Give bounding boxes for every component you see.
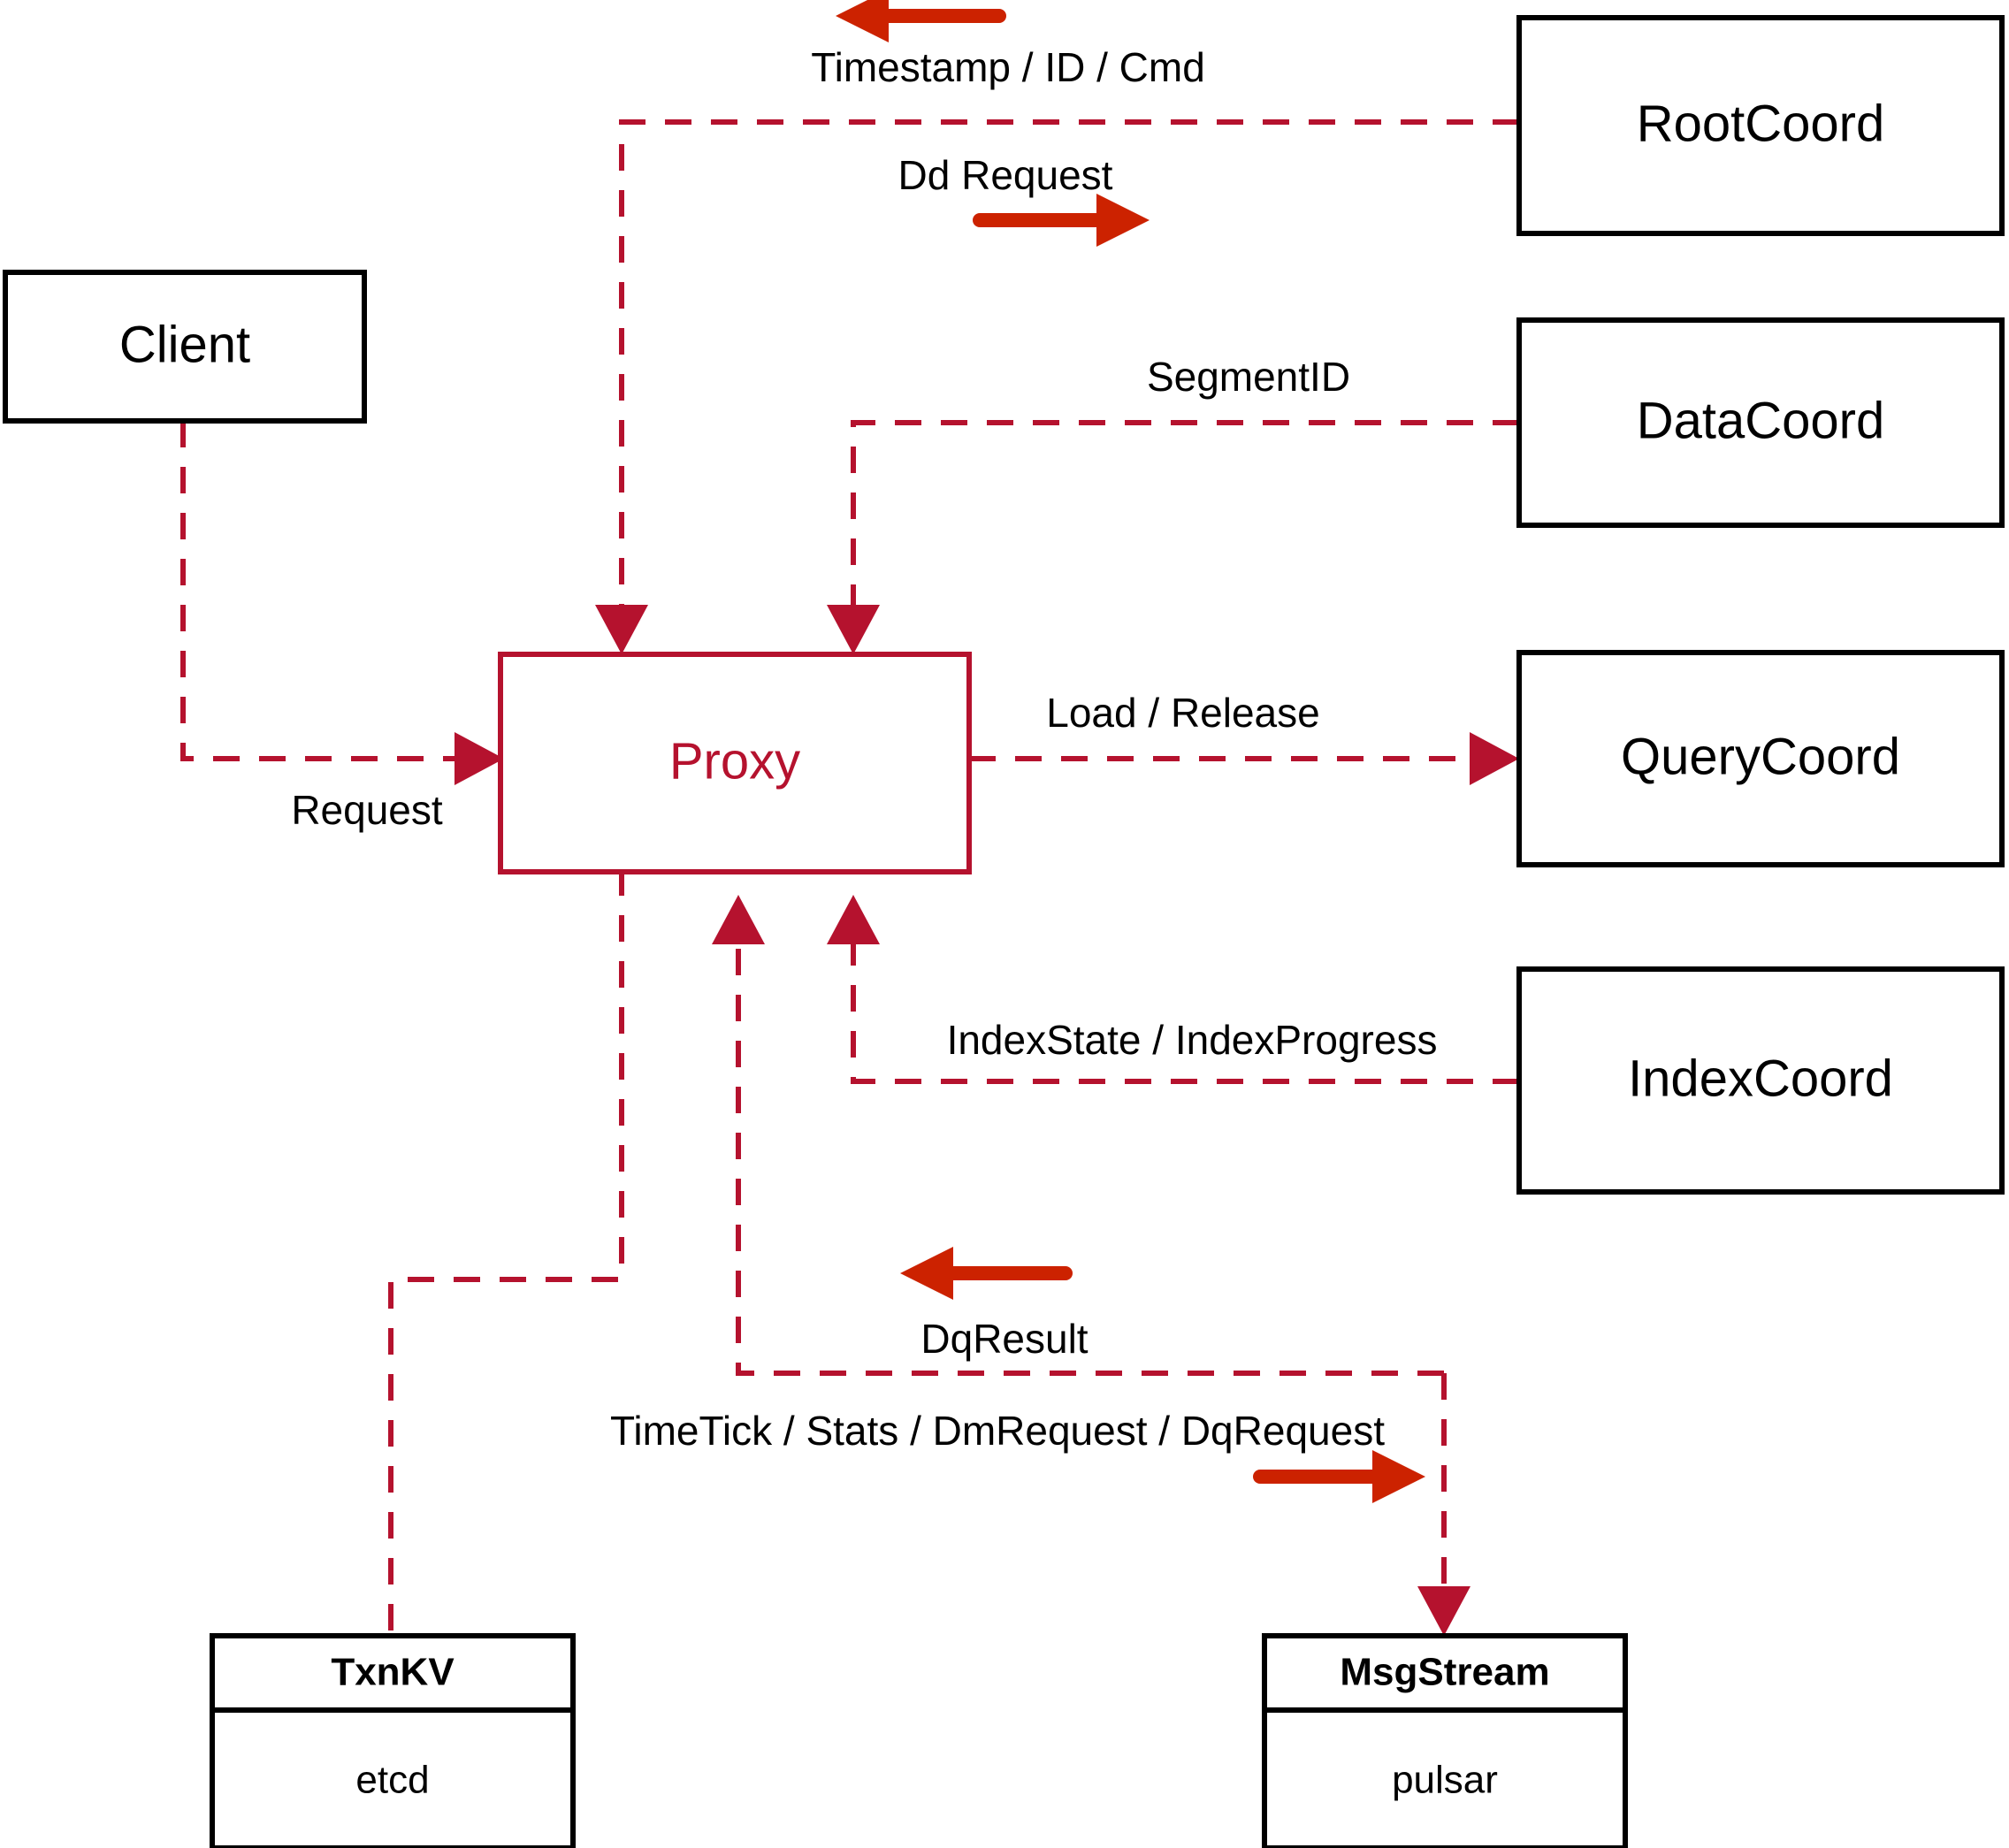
node-msgstream-body: pulsar — [1392, 1759, 1498, 1802]
node-msgstream-header: MsgStream — [1340, 1651, 1549, 1694]
arrowhead-datacoord-to-proxy — [827, 605, 880, 654]
node-proxy-label: Proxy — [669, 732, 800, 790]
edge-label-dq-result: DqResult — [920, 1316, 1088, 1362]
edge-label-index-state-progress: IndexState / IndexProgress — [947, 1017, 1438, 1063]
edge-label-dd-request: Dd Request — [898, 152, 1113, 198]
node-indexcoord-label: IndexCoord — [1628, 1050, 1893, 1107]
node-querycoord[interactable]: QueryCoord — [1516, 650, 2005, 867]
node-txnkv-header: TxnKV — [331, 1651, 455, 1694]
arrowhead-proxy-to-msgstream — [1417, 1586, 1470, 1636]
edge-label-load-release: Load / Release — [1046, 690, 1319, 736]
node-indexcoord[interactable]: IndexCoord — [1516, 966, 2005, 1195]
arrowhead-client-to-proxy — [455, 732, 504, 785]
node-txnkv-body: etcd — [355, 1759, 429, 1802]
flow-arrow-dd-request-right — [973, 194, 1150, 247]
edge-label-timetick-stats: TimeTick / Stats / DmRequest / DqRequest — [610, 1408, 1385, 1454]
node-proxy[interactable]: Proxy — [498, 652, 972, 874]
node-datacoord-label: DataCoord — [1637, 392, 1884, 449]
arrowhead-msgstream-to-proxy — [712, 895, 765, 944]
node-rootcoord[interactable]: RootCoord — [1516, 15, 2005, 236]
edge-proxy-to-txnkv — [388, 869, 624, 1636]
flow-arrow-timestamp-left — [836, 0, 1006, 42]
node-datacoord[interactable]: DataCoord — [1516, 317, 2005, 528]
arrowhead-proxy-to-querycoord — [1470, 732, 1519, 785]
edge-client-to-proxy — [180, 421, 474, 761]
node-txnkv[interactable]: TxnKV etcd — [210, 1633, 576, 1848]
node-rootcoord-label: RootCoord — [1637, 95, 1884, 152]
node-client-label: Client — [119, 316, 250, 373]
edge-rootcoord-to-proxy — [619, 119, 1519, 624]
edge-label-segment-id: SegmentID — [1147, 354, 1350, 400]
flow-arrow-timetick-right — [1253, 1450, 1425, 1503]
node-client[interactable]: Client — [3, 270, 367, 424]
flow-arrow-dqresult-left — [900, 1247, 1073, 1300]
node-querycoord-label: QueryCoord — [1621, 728, 1900, 785]
edge-label-timestamp-id-cmd: Timestamp / ID / Cmd — [811, 44, 1205, 90]
edge-indexcoord-to-proxy — [851, 925, 1519, 1084]
edge-datacoord-to-proxy — [851, 420, 1519, 624]
edge-msgstream-to-proxy — [736, 925, 1444, 1376]
edge-label-request: Request — [291, 787, 443, 833]
arrowhead-rootcoord-to-proxy — [595, 605, 648, 654]
node-msgstream[interactable]: MsgStream pulsar — [1262, 1633, 1628, 1848]
arrowhead-indexcoord-to-proxy — [827, 895, 880, 944]
